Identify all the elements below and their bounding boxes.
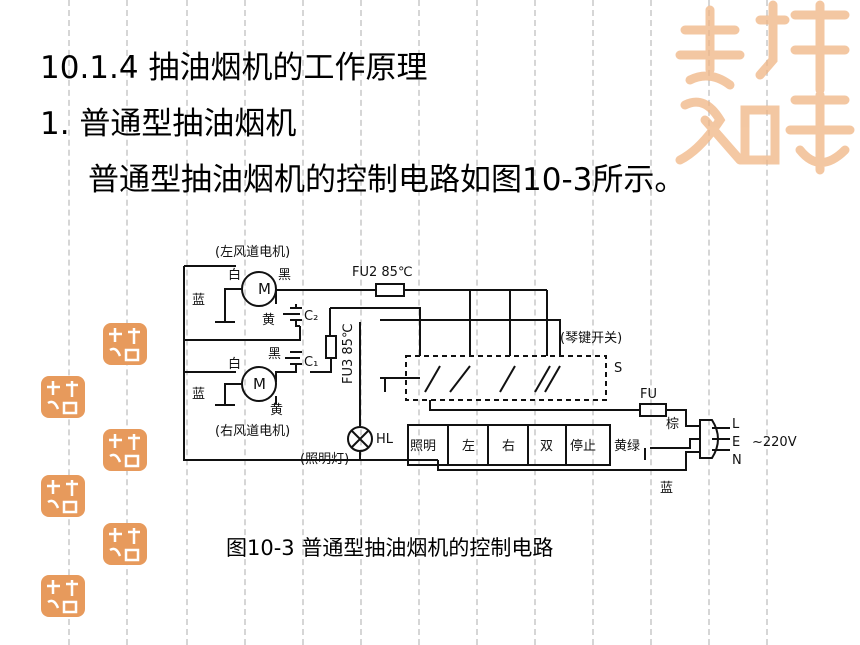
- seal-large-watermark: [665, 0, 860, 179]
- body-text: 普通型抽油烟机的控制电路如图10-3所示。: [88, 162, 686, 198]
- label-c1: C₁: [304, 355, 318, 370]
- label-white-2: 白: [228, 356, 241, 372]
- capacitor-c2: [283, 307, 302, 321]
- figure-caption: 图10-3 普通型抽油烟机的控制电路: [226, 536, 554, 560]
- seal-small-5: [102, 522, 148, 570]
- label-hl: HL: [376, 432, 394, 447]
- label-pin-l: L: [732, 417, 740, 432]
- left-motor-label: (左风道电机): [215, 245, 290, 260]
- subsection-heading: 1. 普通型抽油烟机: [40, 106, 297, 142]
- label-switch: (琴键开关): [560, 331, 622, 346]
- label-fu2: FU2 85℃: [352, 265, 413, 280]
- label-white-1: 白: [228, 267, 241, 283]
- label-blue-2: 蓝: [192, 387, 205, 402]
- button-light: 照明: [410, 439, 436, 454]
- fu3-fuse: [325, 335, 337, 359]
- label-black-2: 黑: [268, 347, 281, 362]
- label-yellow-2: 黄: [270, 403, 283, 418]
- seal-small-2: [40, 375, 86, 423]
- seal-small-1: [102, 322, 148, 370]
- right-motor-label: (右风道电机): [215, 424, 290, 439]
- label-c2: C₂: [304, 309, 318, 324]
- label-fu: FU: [640, 387, 657, 402]
- switch-bank-s: [405, 355, 607, 401]
- label-fu3: FU3 85℃: [341, 323, 356, 384]
- label-yellow-green: 黄绿: [614, 439, 640, 454]
- seal-small-6: [40, 574, 86, 622]
- button-stop: 停止: [570, 438, 596, 454]
- label-yellow-1: 黄: [262, 313, 275, 328]
- label-pin-e: E: [732, 435, 740, 450]
- fu2-fuse: [375, 283, 405, 297]
- label-blue-1: 蓝: [192, 293, 205, 308]
- wire-left-loop: [183, 266, 301, 341]
- wire-left-bottom: [183, 340, 438, 461]
- capacitor-c1: [285, 351, 302, 365]
- button-right: 右: [502, 439, 515, 454]
- label-pin-n: N: [732, 453, 742, 468]
- button-left: 左: [462, 439, 475, 454]
- seal-small-4: [40, 474, 86, 522]
- right-motor-symbol: M: [253, 375, 266, 393]
- label-brown: 棕: [666, 417, 679, 432]
- left-motor-symbol: M: [258, 280, 271, 298]
- label-voltage: ~220V: [752, 435, 797, 450]
- power-plug: [699, 419, 719, 459]
- seal-small-3: [102, 428, 148, 476]
- section-heading: 10.1.4 抽油烟机的工作原理: [40, 50, 428, 86]
- label-switch-s: S: [614, 361, 622, 376]
- label-blue-bottom: 蓝: [660, 481, 673, 496]
- label-black-1: 黑: [278, 268, 291, 283]
- label-lamp: (照明灯): [300, 452, 349, 467]
- button-both: 双: [540, 439, 553, 454]
- fu-fuse: [639, 403, 667, 417]
